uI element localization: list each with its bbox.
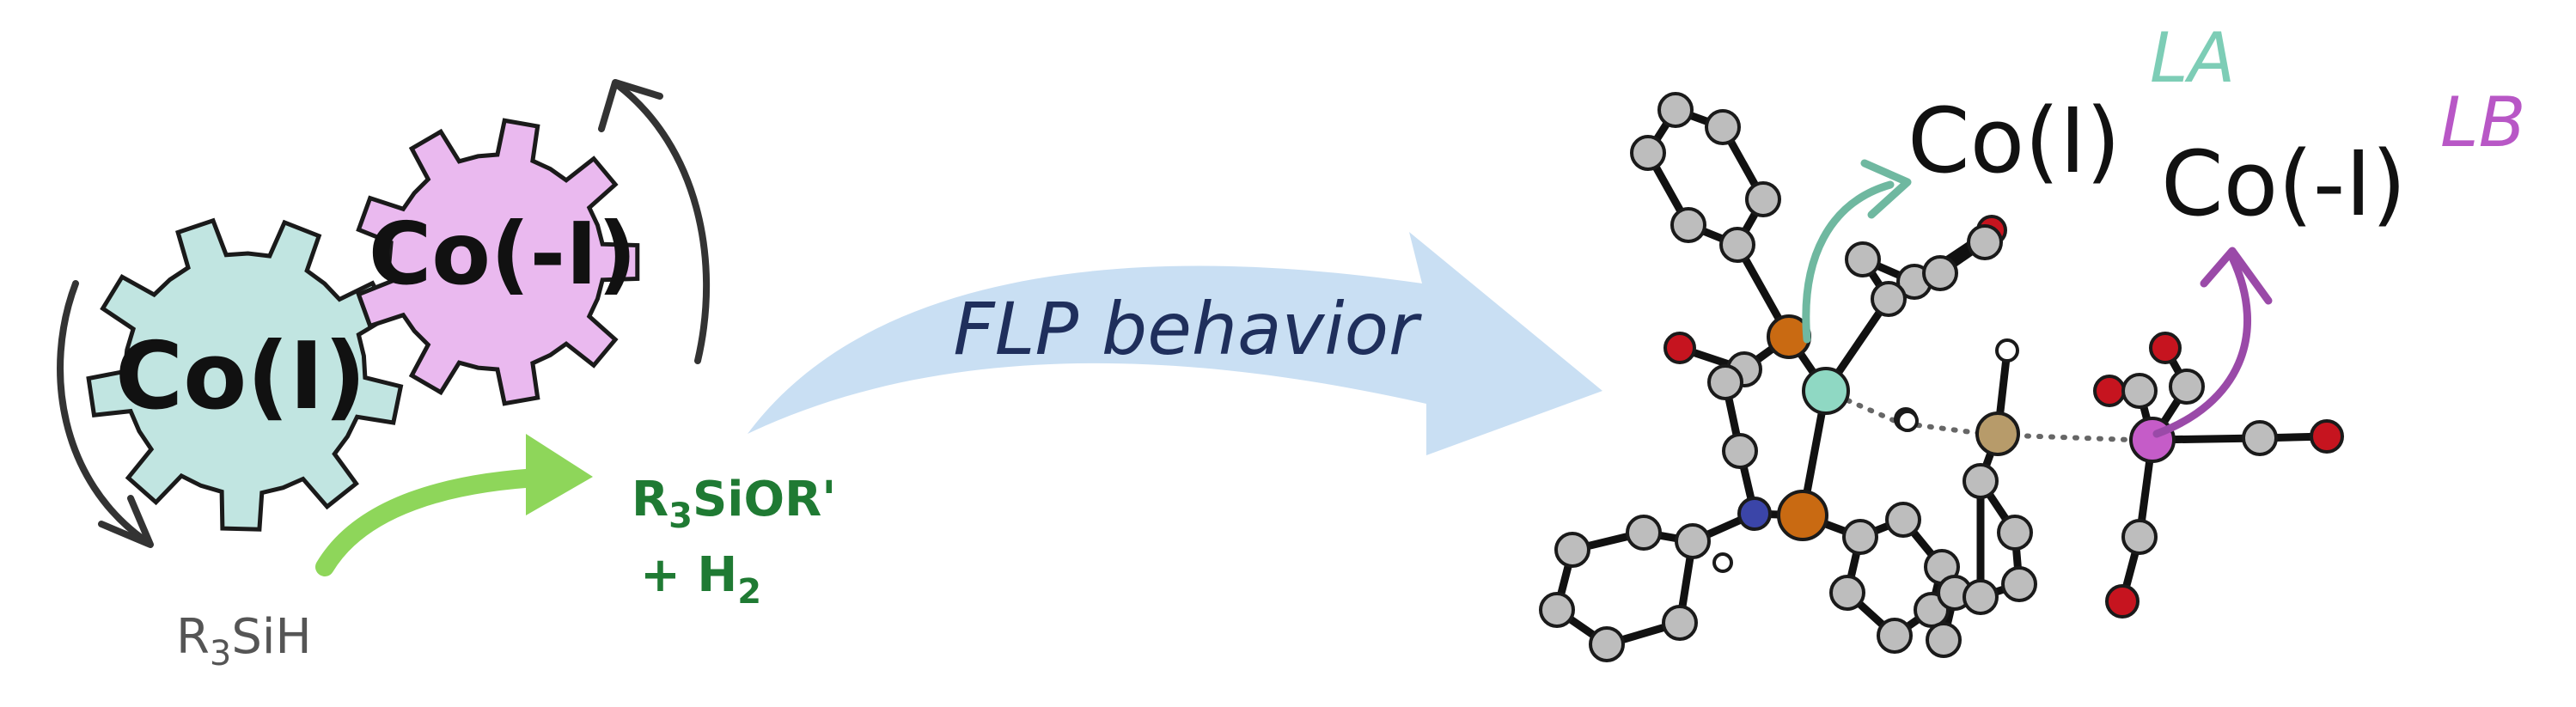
atom — [1705, 109, 1741, 145]
atom — [1967, 224, 2003, 260]
la-pointer-arrow — [1802, 180, 1895, 344]
molecule-atoms — [1539, 92, 2344, 662]
atom — [1670, 207, 1706, 243]
atom — [1885, 502, 1921, 538]
lb-pointer-arrow — [2152, 253, 2252, 438]
atom — [2105, 584, 2140, 619]
green-reaction-arrow — [315, 467, 564, 576]
atom — [1737, 497, 1772, 531]
gear-label-co-one: Co(I) — [115, 323, 366, 430]
dotted-interaction — [2012, 433, 2133, 442]
atom — [1663, 332, 1696, 364]
atom — [1845, 241, 1881, 277]
cycle-arrow-left-head — [98, 495, 154, 548]
atom — [2121, 373, 2158, 409]
label-lb: LB — [2440, 82, 2525, 162]
atom — [1829, 575, 1865, 611]
atom — [1712, 552, 1733, 573]
label-co-one: Co(I) — [1908, 88, 2121, 193]
product-label-line2: + H2 — [640, 547, 761, 612]
atom — [1777, 490, 1828, 541]
green-reaction-arrowhead — [526, 434, 593, 515]
atom — [1662, 605, 1698, 641]
atom — [1802, 367, 1850, 415]
reagent-label: R3SiH — [176, 609, 312, 673]
label-co-minus-one: Co(-I) — [2161, 131, 2407, 236]
atom — [1842, 519, 1878, 555]
atom — [1707, 364, 1743, 400]
atom — [1745, 181, 1781, 217]
atom — [2093, 375, 2126, 407]
la-pointer-arrowhead — [1860, 159, 1912, 219]
molecule-structure: Co(I) LA Co(-I) LB — [1539, 18, 2525, 662]
atom — [1657, 92, 1694, 128]
atom — [1539, 592, 1575, 628]
atom — [1719, 227, 1755, 263]
atom — [1871, 281, 1907, 317]
dotted-interaction — [1915, 423, 1987, 436]
atom — [1997, 515, 2033, 551]
atom — [1963, 463, 1999, 499]
product-label-line1: R3SiOR' — [632, 472, 836, 536]
gear-co-minus-one — [356, 118, 640, 406]
atom — [1554, 532, 1590, 568]
atom — [2310, 419, 2344, 454]
atom — [2001, 566, 2037, 602]
label-la: LA — [2150, 18, 2235, 98]
atom — [2242, 420, 2278, 456]
lb-pointer-arrowhead — [2200, 247, 2273, 305]
atom — [1626, 515, 1662, 551]
cycle-arrow-right-head — [598, 79, 663, 132]
flp-arrow-group: FLP behavior — [748, 232, 1602, 455]
atom — [2169, 369, 2205, 405]
atom — [1995, 338, 2019, 363]
cycle-arrow-right — [615, 82, 711, 364]
atom — [2129, 417, 2176, 463]
gear-label-co-minus-one: Co(-I) — [369, 204, 637, 304]
atom — [1877, 618, 1913, 654]
flp-label: FLP behavior — [953, 287, 1422, 371]
atom — [1922, 255, 1958, 291]
flp-big-arrow — [748, 232, 1602, 455]
cycle-arrow-left — [57, 280, 150, 545]
atom — [1926, 622, 1962, 658]
atom — [2149, 332, 2182, 364]
catalytic-cycle: Co(I) Co(-I) R3SiH R3SiOR' + H2 — [57, 79, 836, 673]
atom — [1630, 135, 1666, 171]
gear-co-one — [86, 217, 404, 532]
atom — [1975, 411, 2020, 456]
atom — [2121, 519, 2158, 555]
atom — [1963, 579, 1999, 615]
atom — [1675, 523, 1711, 559]
atom — [1896, 410, 1919, 432]
atom — [1589, 626, 1625, 662]
atom — [1722, 433, 1758, 469]
